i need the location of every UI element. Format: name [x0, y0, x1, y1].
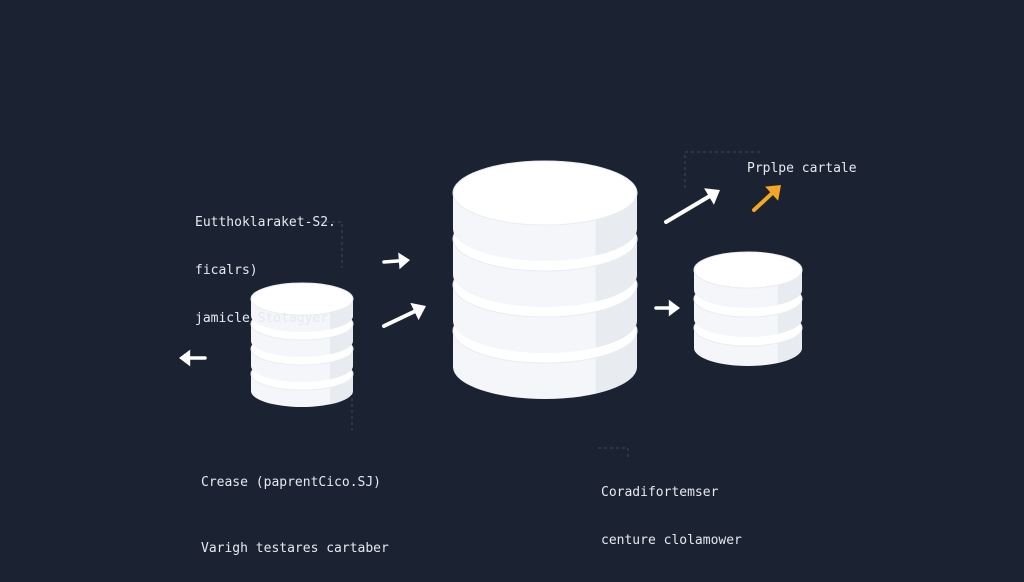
- label-line: Crease (paprentCico.SJ): [201, 475, 382, 490]
- label-create-storage: Crease (paprentCico.SJ) Varigh testares …: [201, 428, 389, 582]
- arrow-right-icon: [654, 299, 680, 317]
- arrow-up-right-icon: [382, 302, 426, 328]
- connector-line: [598, 447, 629, 458]
- disk: [250, 282, 354, 332]
- arrow-up-right-icon: [664, 188, 720, 224]
- label-line: ficalrs): [195, 263, 258, 278]
- arrow-up-right-icon-accent: [752, 185, 781, 212]
- label-line: Eutthoklaraket-S2.: [195, 215, 336, 230]
- disk: [693, 251, 803, 308]
- label-line: Varigh testares cartaber: [201, 541, 389, 556]
- small-database: [250, 282, 354, 407]
- large-database: [452, 160, 638, 399]
- flow-arrows: [179, 185, 781, 367]
- label-line: Coradifortemser: [601, 485, 719, 500]
- connector-line: [684, 151, 760, 188]
- label-line: centure clolamower: [601, 533, 742, 548]
- arrow-left-icon: [179, 349, 207, 367]
- label-coordinator: Coradifortemser centure clolamower: [601, 453, 742, 565]
- label-source-storage: Eutthoklaraket-S2. ficalrs) jamicle Stot…: [195, 183, 336, 343]
- disk: [452, 160, 638, 261]
- label-pipeline: Prplpe cartale: [747, 129, 857, 193]
- arrow-right-icon: [382, 252, 410, 270]
- connector-lines: [320, 151, 760, 458]
- medium-database: [693, 251, 803, 366]
- label-line: jamicle Stotagyer: [195, 311, 329, 326]
- connector-line: [320, 221, 343, 268]
- label-line: Prplpe cartale: [747, 161, 857, 176]
